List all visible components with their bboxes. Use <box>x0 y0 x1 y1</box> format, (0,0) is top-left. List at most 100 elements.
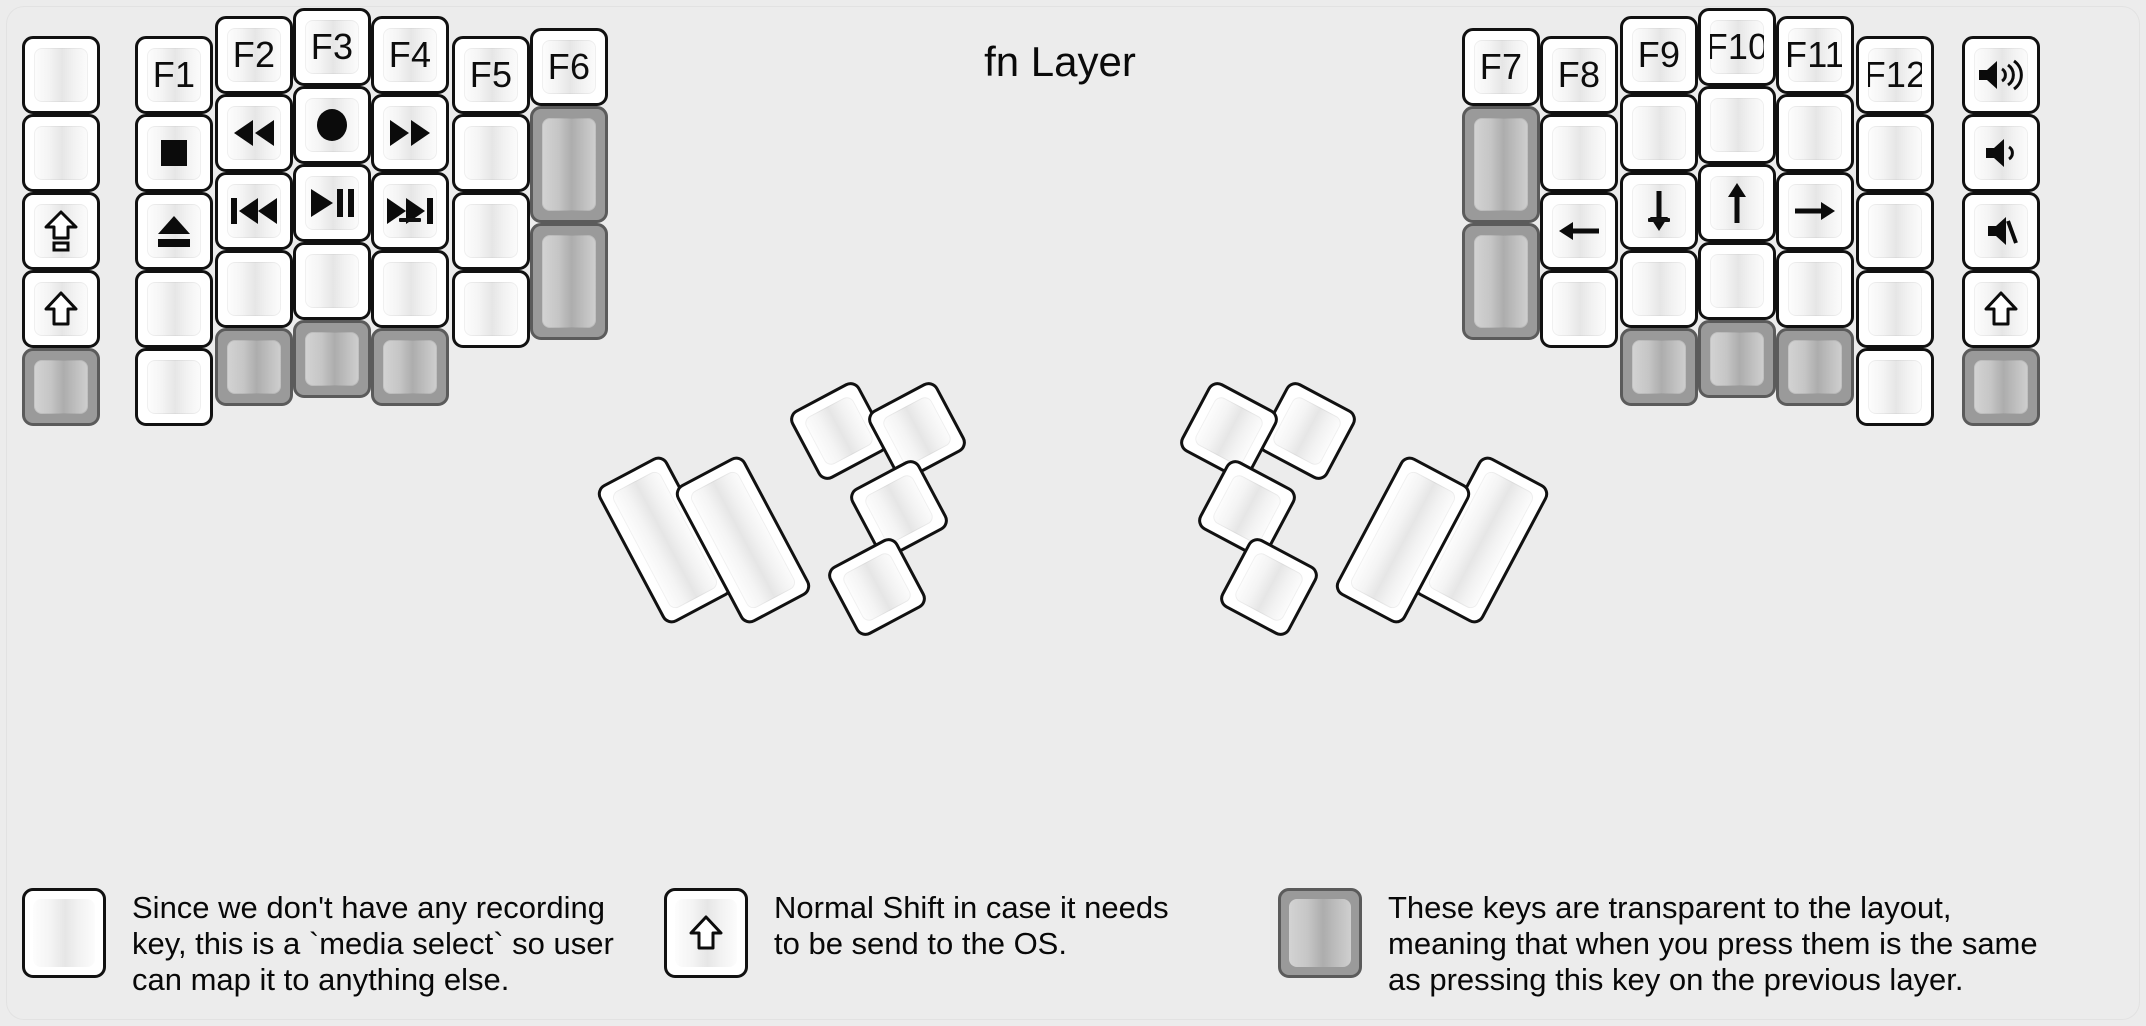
right-col-index-key-2[interactable] <box>1620 172 1698 250</box>
keycap-face: F9 <box>1632 28 1686 82</box>
left-col-middle-key-3[interactable] <box>293 242 371 320</box>
keycap-face <box>862 472 936 546</box>
left-col-index-inner-key-1[interactable] <box>452 114 530 192</box>
right-col-index-inner-key-0[interactable]: F8 <box>1540 36 1618 114</box>
keycap-label: F1 <box>152 54 196 95</box>
left-col-pinky-key-2[interactable] <box>135 192 213 270</box>
keycap-face <box>1974 48 2028 102</box>
keycap-face <box>1552 204 1606 258</box>
right-col-ring-key-1[interactable] <box>1776 94 1854 172</box>
right-col-pinky-key-1[interactable] <box>1856 114 1934 192</box>
right-col-middle-key-0[interactable]: F10 <box>1698 8 1776 86</box>
keycap-face <box>464 282 518 336</box>
left-col-pinky-outer-key-2[interactable] <box>22 192 100 270</box>
left-col-ring-key-1[interactable] <box>215 94 293 172</box>
left-col-index-key-1[interactable] <box>371 94 449 172</box>
right-col-pinky-outer-key-2[interactable] <box>1962 192 2040 270</box>
keycap-face <box>34 48 88 102</box>
right-col-inner-most-key-0[interactable]: F7 <box>1462 28 1540 106</box>
right-col-ring-key-4[interactable] <box>1776 328 1854 406</box>
keycap-face <box>1974 282 2028 336</box>
media-prev-track-icon <box>229 196 279 226</box>
right-col-pinky-key-2[interactable] <box>1856 192 1934 270</box>
keycap-label: F11 <box>1788 34 1842 75</box>
keycap-face: F5 <box>464 48 518 102</box>
left-thumb-thumb-small-4[interactable] <box>824 534 930 640</box>
right-col-pinky-key-3[interactable] <box>1856 270 1934 348</box>
volume-up-icon <box>1977 58 2025 92</box>
left-col-inner-most-key-0[interactable]: F6 <box>530 28 608 106</box>
right-col-pinky-key-4[interactable] <box>1856 348 1934 426</box>
left-col-index-key-3[interactable] <box>371 250 449 328</box>
left-col-pinky-outer-key-1[interactable] <box>22 114 100 192</box>
legend-note-text-3: These keys are transparent to the layout… <box>1388 890 2038 997</box>
right-col-ring-key-3[interactable] <box>1776 250 1854 328</box>
left-col-middle-key-4[interactable] <box>293 320 371 398</box>
legend-sample-keycap-face <box>1289 899 1351 967</box>
keycap-label: F3 <box>310 26 354 67</box>
right-col-ring-key-2[interactable] <box>1776 172 1854 250</box>
right-col-pinky-outer-key-3[interactable] <box>1962 270 2040 348</box>
left-col-ring-key-2[interactable] <box>215 172 293 250</box>
right-col-index-inner-key-3[interactable] <box>1540 270 1618 348</box>
right-col-inner-most-key-2[interactable] <box>1462 223 1540 340</box>
keycap-face <box>1868 282 1922 336</box>
left-col-pinky-outer-key-3[interactable] <box>22 270 100 348</box>
right-col-index-key-4[interactable] <box>1620 328 1698 406</box>
keycap-label: F7 <box>1479 46 1523 87</box>
right-thumb-thumb-small-4[interactable] <box>1216 534 1322 640</box>
left-col-ring-key-3[interactable] <box>215 250 293 328</box>
keycap-face <box>542 235 596 328</box>
right-col-inner-most-key-1[interactable] <box>1462 106 1540 223</box>
left-col-index-key-2[interactable] <box>371 172 449 250</box>
legend-note-text-1: Since we don't have any recording key, t… <box>132 890 614 997</box>
keycap-face <box>147 282 201 336</box>
right-col-middle-key-2[interactable] <box>1698 164 1776 242</box>
keycap-face <box>1868 360 1922 414</box>
right-col-pinky-outer-key-4[interactable] <box>1962 348 2040 426</box>
left-col-pinky-key-4[interactable] <box>135 348 213 426</box>
left-col-index-key-4[interactable] <box>371 328 449 406</box>
arrow-right-icon <box>1793 197 1837 225</box>
arrow-up-icon <box>1723 181 1751 225</box>
left-col-index-inner-key-2[interactable] <box>452 192 530 270</box>
keycap-face <box>464 126 518 180</box>
left-col-middle-key-2[interactable] <box>293 164 371 242</box>
keycap-label: F5 <box>469 54 513 95</box>
left-col-middle-key-1[interactable] <box>293 86 371 164</box>
keycap-face <box>1788 262 1842 316</box>
left-col-pinky-outer-key-4[interactable] <box>22 348 100 426</box>
keycap-face <box>1788 340 1842 394</box>
right-col-pinky-outer-key-1[interactable] <box>1962 114 2040 192</box>
right-col-middle-key-1[interactable] <box>1698 86 1776 164</box>
right-col-pinky-outer-key-0[interactable] <box>1962 36 2040 114</box>
left-col-pinky-key-3[interactable] <box>135 270 213 348</box>
left-col-index-inner-key-0[interactable]: F5 <box>452 36 530 114</box>
right-col-index-inner-key-1[interactable] <box>1540 114 1618 192</box>
left-col-pinky-key-1[interactable] <box>135 114 213 192</box>
right-col-middle-key-4[interactable] <box>1698 320 1776 398</box>
left-col-inner-most-key-1[interactable] <box>530 106 608 223</box>
keycap-face <box>1474 118 1528 211</box>
left-col-ring-key-0[interactable]: F2 <box>215 16 293 94</box>
right-col-index-key-1[interactable] <box>1620 94 1698 172</box>
right-col-pinky-key-0[interactable]: F12 <box>1856 36 1934 114</box>
right-col-index-key-3[interactable] <box>1620 250 1698 328</box>
keycap-face <box>227 262 281 316</box>
left-col-pinky-outer-key-0[interactable] <box>22 36 100 114</box>
left-col-inner-most-key-2[interactable] <box>530 223 608 340</box>
right-col-middle-key-3[interactable] <box>1698 242 1776 320</box>
keycap-face <box>227 184 281 238</box>
right-col-ring-key-0[interactable]: F11 <box>1776 16 1854 94</box>
keycap-face <box>1232 550 1306 624</box>
right-col-index-key-0[interactable]: F9 <box>1620 16 1698 94</box>
legend-sample-keycap-face <box>675 899 737 967</box>
left-col-index-key-0[interactable]: F4 <box>371 16 449 94</box>
left-col-ring-key-4[interactable] <box>215 328 293 406</box>
keycap-face <box>305 176 359 230</box>
left-col-middle-key-0[interactable]: F3 <box>293 8 371 86</box>
keycap-face <box>1632 340 1686 394</box>
left-col-index-inner-key-3[interactable] <box>452 270 530 348</box>
right-col-index-inner-key-2[interactable] <box>1540 192 1618 270</box>
left-col-pinky-key-0[interactable]: F1 <box>135 36 213 114</box>
